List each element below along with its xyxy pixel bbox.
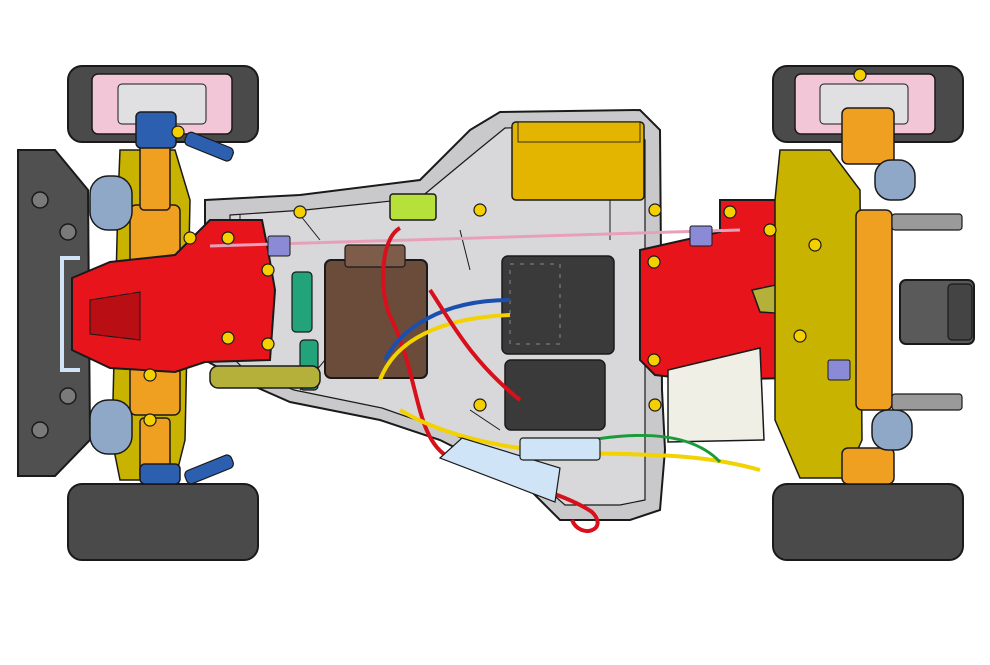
screw (647, 353, 661, 367)
screw (723, 205, 737, 219)
screw (648, 203, 662, 217)
battery-connector (438, 437, 601, 503)
screw (261, 263, 275, 277)
screw (261, 337, 275, 351)
battery-pack (511, 121, 645, 201)
screw (473, 398, 487, 412)
screw (221, 231, 235, 245)
screw (793, 329, 807, 343)
speed-controller (501, 255, 615, 431)
screw (183, 231, 197, 245)
screw (221, 331, 235, 345)
front-bumper (17, 149, 92, 477)
screw (853, 68, 867, 82)
screw (143, 413, 157, 427)
right-suspension (774, 107, 963, 485)
screw (647, 255, 661, 269)
screws (143, 68, 867, 427)
rear-left-wheel-icon (67, 483, 259, 561)
screw (763, 223, 777, 237)
screw (293, 205, 307, 219)
screw (143, 368, 157, 382)
screw (808, 238, 822, 252)
receiver-box (667, 347, 765, 443)
rear-right-wheel-icon (772, 483, 964, 561)
steering-servo (324, 244, 428, 379)
switch-block (389, 193, 437, 221)
front-left-wheel-icon (67, 65, 259, 143)
screw (171, 125, 185, 139)
motor (899, 279, 975, 345)
screw (473, 203, 487, 217)
screw (648, 398, 662, 412)
tie-rod (209, 228, 741, 248)
